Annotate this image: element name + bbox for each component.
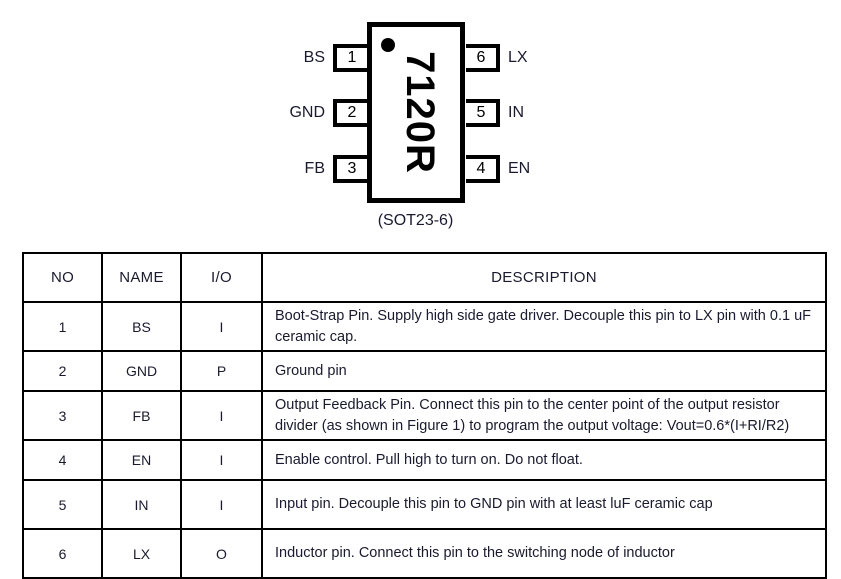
pin-label-en: EN	[508, 160, 531, 177]
pin-box-6: 6	[466, 44, 500, 72]
table-header-row: NO NAME I/O DESCRIPTION	[22, 252, 827, 303]
header-io: I/O	[180, 252, 263, 303]
table-row: 5 IN I Input pin. Decouple this pin to G…	[22, 479, 827, 530]
header-name: NAME	[101, 252, 182, 303]
pin-label-in: IN	[508, 104, 524, 121]
cell-description: Boot-Strap Pin. Supply high side gate dr…	[261, 301, 827, 352]
cell-io: O	[180, 528, 263, 579]
package-type-text: (SOT23-6)	[377, 212, 454, 229]
pin-description-table: NO NAME I/O DESCRIPTION 1 BS I Boot-Stra…	[22, 252, 827, 579]
cell-io: I	[180, 479, 263, 530]
cell-io: P	[180, 350, 263, 392]
pin-label-lx: LX	[508, 49, 528, 66]
cell-name: BS	[101, 301, 182, 352]
cell-name: LX	[101, 528, 182, 579]
cell-no: 3	[22, 390, 103, 441]
package-type-caption: (SOT23-6)	[0, 212, 841, 230]
pin1-dot-icon	[381, 38, 395, 52]
pin-box-3: 3	[333, 155, 367, 183]
pin-box-5: 5	[466, 99, 500, 127]
header-no: NO	[22, 252, 103, 303]
pin-box-4: 4	[466, 155, 500, 183]
table-row: 6 LX O Inductor pin. Connect this pin to…	[22, 528, 827, 579]
cell-name: IN	[101, 479, 182, 530]
table-row: 4 EN I Enable control. Pull high to turn…	[22, 439, 827, 481]
cell-name: EN	[101, 439, 182, 481]
cell-name: FB	[101, 390, 182, 441]
cell-description: Output Feedback Pin. Connect this pin to…	[261, 390, 827, 441]
table-row: 1 BS I Boot-Strap Pin. Supply high side …	[22, 301, 827, 352]
cell-no: 1	[22, 301, 103, 352]
pin-label-gnd: GND	[289, 104, 325, 121]
cell-description: Ground pin	[261, 350, 827, 392]
cell-description: Inductor pin. Connect this pin to the sw…	[261, 528, 827, 579]
table-row: 3 FB I Output Feedback Pin. Connect this…	[22, 390, 827, 441]
cell-description: Input pin. Decouple this pin to GND pin …	[261, 479, 827, 530]
package-pinout-diagram: 7120R BS 1 GND 2 FB 3 6 LX 5 IN 4 EN (SO…	[0, 0, 841, 240]
ic-body-outline	[367, 22, 465, 203]
cell-no: 2	[22, 350, 103, 392]
pin-label-fb: FB	[304, 160, 325, 177]
pin-label-bs: BS	[303, 49, 325, 66]
pin-box-2: 2	[333, 99, 367, 127]
cell-io: I	[180, 301, 263, 352]
header-description: DESCRIPTION	[261, 252, 827, 303]
cell-no: 5	[22, 479, 103, 530]
cell-description: Enable control. Pull high to turn on. Do…	[261, 439, 827, 481]
cell-io: I	[180, 439, 263, 481]
cell-no: 4	[22, 439, 103, 481]
cell-no: 6	[22, 528, 103, 579]
cell-name: GND	[101, 350, 182, 392]
pin-box-1: 1	[333, 44, 367, 72]
table-row: 2 GND P Ground pin	[22, 350, 827, 392]
cell-io: I	[180, 390, 263, 441]
